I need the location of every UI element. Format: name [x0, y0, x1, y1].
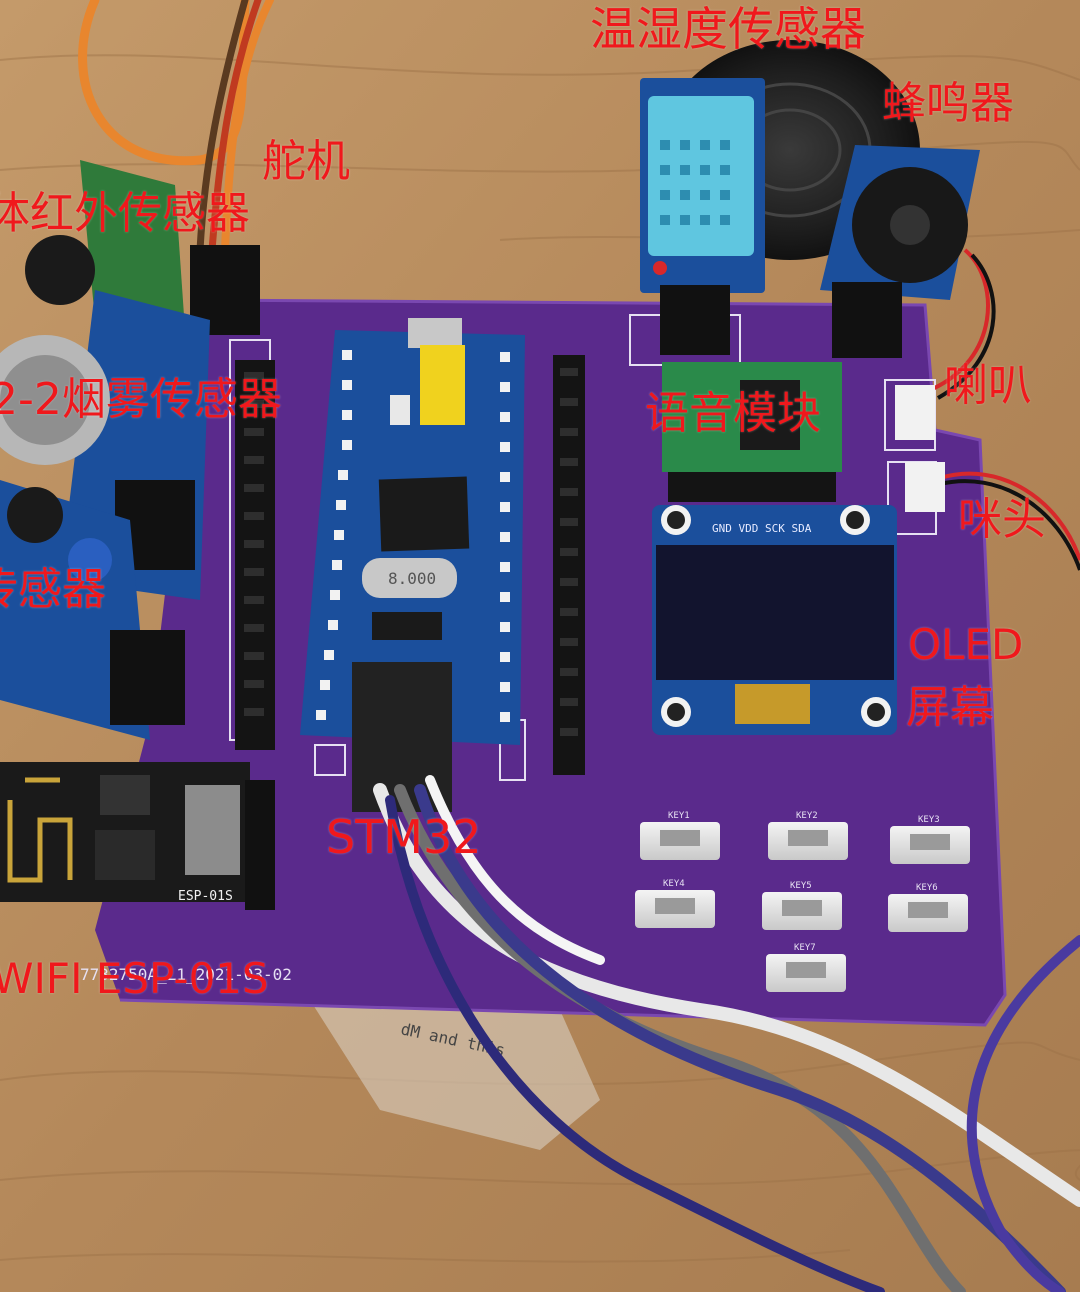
- label-buzzer: 蜂鸣器: [882, 78, 1014, 129]
- speaker-connector: [895, 385, 935, 440]
- label-wifi-esp01s: WIFI ESP-01S: [0, 954, 269, 1003]
- key-7: [766, 954, 846, 992]
- key-2: [768, 822, 848, 860]
- key-6: [888, 894, 968, 932]
- key-4: [635, 890, 715, 928]
- board-code: 7732750A_L1_2021-03-02: [80, 965, 292, 984]
- label-temp-humidity-sensor: 温湿度传感器: [590, 2, 866, 56]
- servo-cable: [78, 0, 274, 254]
- label-stm32: STM32: [326, 810, 482, 864]
- buzzer-module: [820, 145, 980, 358]
- header-pins: [244, 368, 578, 736]
- label-screen: 屏幕: [906, 682, 994, 733]
- key-label: KEY1: [668, 811, 690, 821]
- label-speaker: 喇叭: [944, 360, 1032, 411]
- key-5: [762, 892, 842, 930]
- generic-sensor: [0, 480, 185, 740]
- key-3: [890, 826, 970, 864]
- mic-connector: [905, 462, 945, 512]
- mic-wire: [939, 471, 1080, 561]
- voice-module: [662, 362, 842, 502]
- usb-cables: [373, 775, 1080, 1292]
- right-female-header: [553, 355, 585, 775]
- oled-screen: [656, 545, 894, 680]
- speaker-wire-black: [937, 253, 996, 400]
- esp-marking: ESP-01S: [178, 889, 233, 904]
- crystal-marking: 8.000: [388, 569, 436, 588]
- label-servo: 舵机: [262, 136, 350, 187]
- key-buttons: KEY1 KEY2 KEY3 KEY4 KEY5 KEY6 KEY7: [635, 811, 970, 992]
- key-label: KEY5: [790, 881, 812, 891]
- stm32-bluepill: 8.000: [300, 318, 525, 812]
- oled-pin-labels: GND VDD SCK SDA: [712, 522, 812, 535]
- label-oled: OLED: [908, 620, 1024, 669]
- key-1: [640, 822, 720, 860]
- label-smoke-sensor: 2-2烟雾传感器: [0, 374, 282, 425]
- esp01s-module: ESP-01S: [0, 762, 275, 910]
- key-label: KEY7: [794, 943, 816, 953]
- key-label: KEY4: [663, 879, 685, 889]
- label-voice-module: 语音模块: [645, 388, 821, 439]
- oled-module: GND VDD SCK SDA: [652, 505, 897, 735]
- plastic-bag: [310, 1000, 600, 1150]
- key-label: KEY6: [916, 883, 938, 893]
- key-label: KEY3: [918, 815, 940, 825]
- label-microphone: 咪头: [958, 494, 1046, 545]
- pir-sensor: [25, 160, 260, 335]
- key-label: KEY2: [796, 811, 818, 821]
- label-sensor: 传感器: [0, 564, 106, 615]
- speaker-wire: [929, 248, 990, 392]
- label-pir-sensor: 体红外传感器: [0, 188, 250, 239]
- dht11-module: [640, 78, 765, 355]
